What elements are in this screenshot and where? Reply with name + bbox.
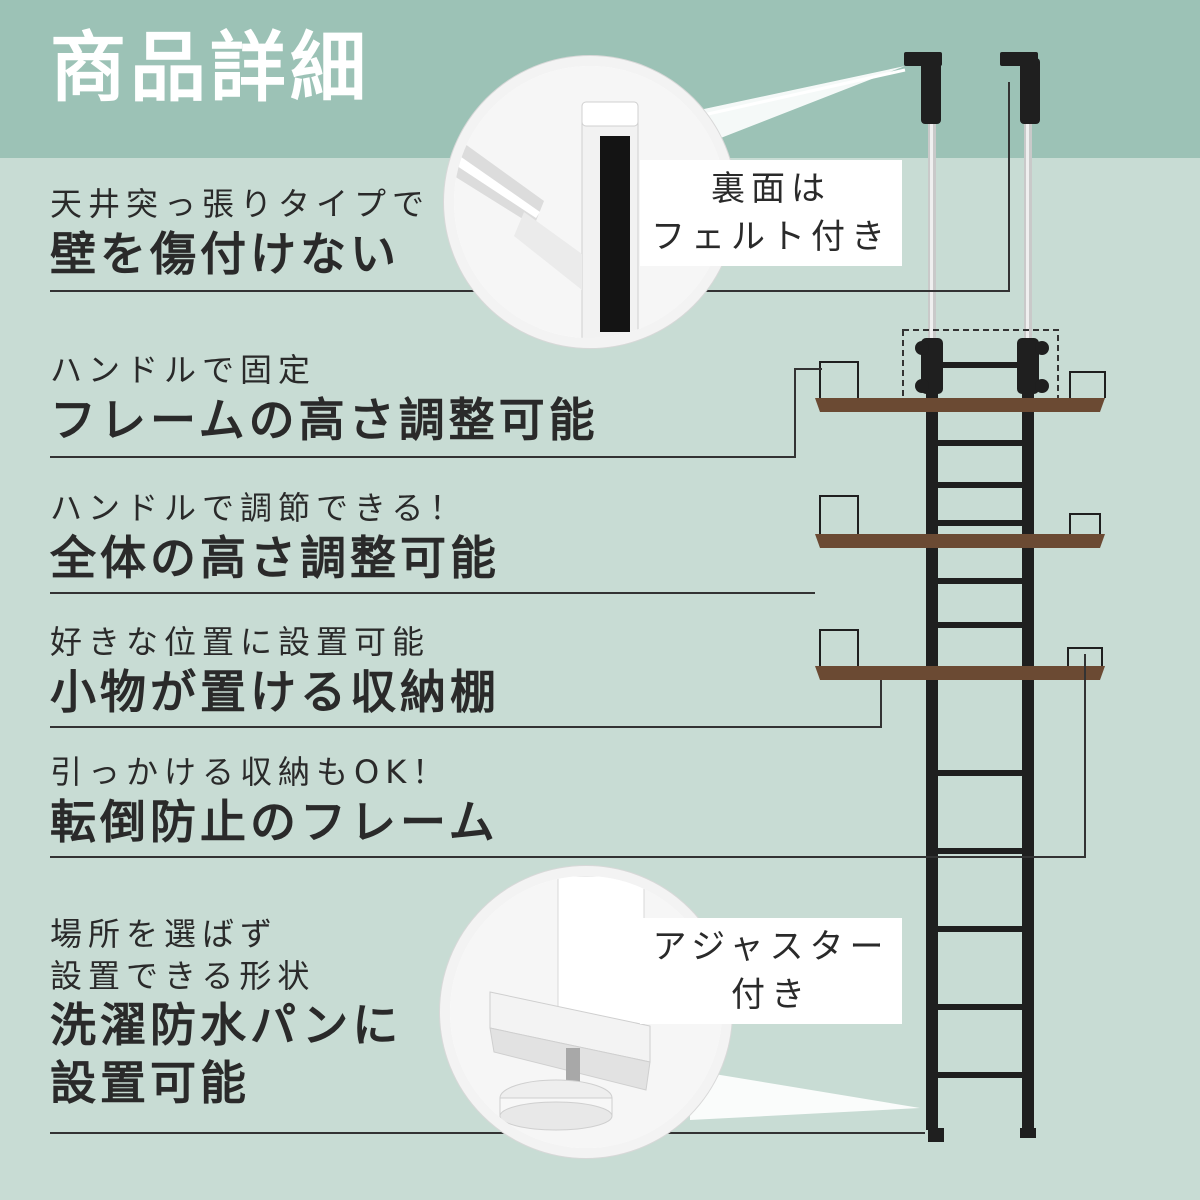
page-title: 商品詳細: [50, 23, 370, 112]
rule-6: [50, 1132, 925, 1134]
rule-4: [50, 726, 880, 728]
adjuster-callout-line-1: アジャスター: [652, 927, 890, 967]
feature-sub: 引っかける収納もOK！: [50, 753, 451, 791]
feature-laundry-pan: 場所を選ばず 設置できる形状 洗濯防水パンに 設置可能: [50, 914, 402, 1112]
feature-total-height: ハンドルで調節できる！ 全体の高さ調整可能: [50, 488, 500, 587]
felt-detail-illustration: [454, 66, 726, 338]
feature-ceiling-tension: 天井突っ張りタイプで 壁を傷付けない: [50, 184, 430, 283]
feature-frame-height: ハンドルで固定 フレームの高さ調整可能: [50, 350, 599, 449]
feature-sub: ハンドルで調節できる！: [50, 489, 468, 527]
rule-3: [50, 592, 815, 594]
felt-detail-circle: [444, 56, 736, 348]
rule-5-riser: [1084, 654, 1086, 858]
adjuster-callout-line-2: 付き: [731, 974, 811, 1015]
rule-2-top: [794, 368, 822, 370]
adjuster-callout: アジャスター 付き: [640, 918, 902, 1024]
feature-sub-line-2: 設置できる形状: [50, 956, 316, 995]
feature-sub-line-1: 場所を選ばず: [50, 915, 279, 953]
feature-sub: 好きな位置に設置可能: [50, 623, 431, 661]
shelves: [815, 361, 1106, 680]
feature-main: 全体の高さ調整可能: [50, 530, 500, 585]
feature-sub: 天井突っ張りタイプで: [50, 185, 431, 223]
felt-callout: 裏面は フェルト付き: [640, 160, 902, 266]
rule-2: [50, 456, 795, 458]
felt-callout-line-2: フェルト付き: [651, 216, 891, 257]
feature-main: 転倒防止のフレーム: [50, 794, 499, 849]
tension-rods: [904, 52, 1040, 360]
feature-main: 小物が置ける収納棚: [50, 664, 500, 719]
rule-5: [50, 856, 1085, 858]
feature-storage-shelf: 好きな位置に設置可能 小物が置ける収納棚: [50, 622, 500, 721]
ladder-frame: [915, 338, 1049, 1142]
feature-anti-tip-frame: 引っかける収納もOK！ 転倒防止のフレーム: [50, 752, 499, 851]
feature-main: フレームの高さ調整可能: [50, 392, 599, 447]
rule-1-riser: [1008, 82, 1010, 292]
feature-main-line-2: 設置可能: [50, 1055, 250, 1110]
rule-2-riser: [794, 368, 796, 458]
felt-callout-line-1: 裏面は: [711, 169, 831, 209]
feature-sub: ハンドルで固定: [50, 351, 317, 389]
feature-main-line-1: 洗濯防水パンに: [50, 998, 403, 1053]
feature-main: 壁を傷付けない: [50, 226, 400, 281]
rule-4-riser: [880, 680, 882, 728]
